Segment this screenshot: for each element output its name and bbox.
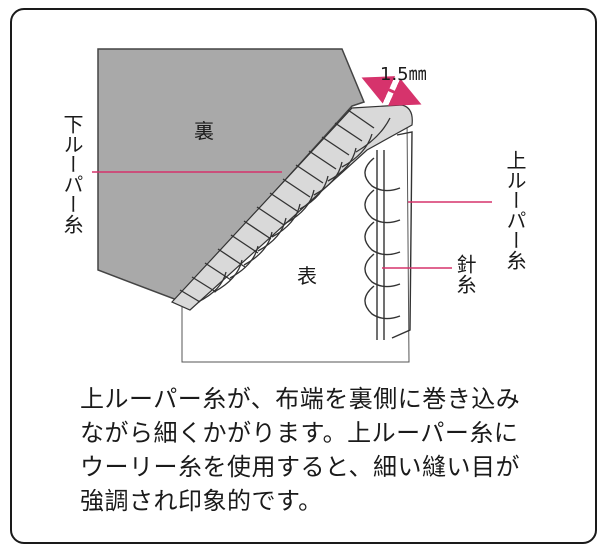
- lower-looper-label: 下ルーパー糸: [60, 114, 84, 234]
- dimension-label: 1.5㎜: [380, 64, 427, 85]
- upper-looper-stitches: [197, 117, 391, 303]
- front-side-label: 表: [297, 264, 317, 288]
- caption-line: 上ルーパー糸が、布端を裏側に巻き込み: [80, 385, 521, 413]
- overlock-stitch-diagram: 1.5㎜ 裏 表 下ルーパー糸 上ルーパー糸 針糸: [60, 48, 527, 363]
- lower-looper-stitches: [179, 109, 375, 303]
- needle-thread-stitches: [364, 131, 413, 340]
- figure-frame: 1.5㎜ 裏 表 下ルーパー糸 上ルーパー糸 針糸 上ルーパー糸が、布端を裏側に…: [10, 8, 597, 544]
- reverse-fabric: [97, 48, 366, 301]
- dimension-arrow: [361, 76, 422, 106]
- reverse-side-label: 裏: [194, 119, 214, 143]
- description-text: 上ルーパー糸が、布端を裏側に巻き込み ながら細くかがります。上ルーパー糸に ウー…: [80, 382, 580, 518]
- caption-line: ながら細くかがります。上ルーパー糸に: [80, 419, 519, 447]
- needle-thread-label: 針糸: [453, 254, 477, 294]
- upper-looper-label: 上ルーパー糸: [503, 150, 527, 270]
- caption-line: 強調され印象的です。: [80, 487, 323, 515]
- caption-line: ウーリー糸を使用すると、細い縫い目が: [80, 453, 521, 481]
